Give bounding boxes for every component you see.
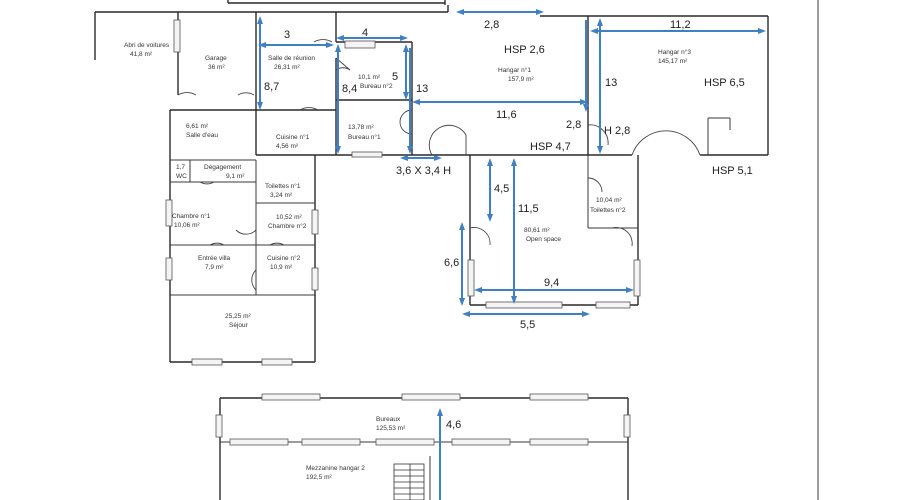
room-name: Chambre n°2 xyxy=(268,222,307,230)
hangar-walls xyxy=(412,5,769,156)
dimension-label: 11,2 xyxy=(670,19,691,31)
room-labels: Abri de voitures 41,8 m² Garage 36 m² Sa… xyxy=(124,42,691,481)
room-area: 125,53 m² xyxy=(376,425,406,432)
height-labels: HSP 2,6 HSP 6,5 H 2,8 HSP 4,7 HSP 5,1 xyxy=(504,44,753,177)
dimension-label: 4 xyxy=(362,27,368,39)
room-area: 7,9 m² xyxy=(205,264,224,271)
height-label: H 2,8 xyxy=(604,125,630,137)
room-name: Chambre n°1 xyxy=(172,212,211,220)
room-name: Séjour xyxy=(229,322,249,329)
room-area: 9,1 m² xyxy=(226,173,245,180)
room-area: 10,1 m² xyxy=(358,74,381,81)
room-name: Bureau n°1 xyxy=(348,133,381,141)
room-area: 80,61 m² xyxy=(524,227,550,234)
dimension-label: 13 xyxy=(416,83,428,95)
room-name: Mezzanine hangar 2 xyxy=(306,465,365,472)
dimension-label: 4,5 xyxy=(494,183,509,195)
dimension-label: 13 xyxy=(605,77,617,89)
dimension-label: 9,4 xyxy=(544,277,559,289)
villa-doors xyxy=(177,39,413,291)
height-label: HSP 4,7 xyxy=(530,141,571,153)
room-name: Garage xyxy=(205,55,227,62)
dimension-label: 3 xyxy=(284,29,290,41)
room-name: Cuisine n°2 xyxy=(267,254,301,262)
dimension-label: 5 xyxy=(392,71,398,83)
room-name: Open space xyxy=(526,236,561,243)
room-area: 4,56 m² xyxy=(276,143,299,150)
room-area: 10,52 m² xyxy=(276,214,302,221)
dimension-label: 6,6 xyxy=(444,257,459,269)
room-name: Bureaux xyxy=(376,416,401,423)
dimension-label: 4,6 xyxy=(446,419,461,431)
room-area: 6,61 m² xyxy=(186,123,209,130)
room-area: 1,7 xyxy=(176,164,185,171)
room-name: Salle d'eau xyxy=(186,132,218,139)
room-area: 10,06 m² xyxy=(174,222,200,229)
villa-walls xyxy=(94,11,448,366)
dimension-label: 2,8 xyxy=(484,19,499,31)
dimension-label: 11,5 xyxy=(518,203,539,215)
dimension-labels: 2,8 11,2 3 4 8,7 8,4 5 13 13 11,6 2,8 3,… xyxy=(264,19,691,431)
height-label: HSP 2,6 xyxy=(504,44,545,56)
dimension-label: 2,8 xyxy=(566,119,581,131)
room-name: Hangar n°3 xyxy=(658,48,691,56)
room-area: 157,9 m² xyxy=(508,76,534,83)
room-name: Salle de réunion xyxy=(268,55,315,62)
room-area: 41,8 m² xyxy=(130,51,153,58)
dimension-label: 3,6 X 3,4 H xyxy=(396,165,451,177)
room-area: 36 m² xyxy=(208,64,225,71)
dimension-label: 8,7 xyxy=(264,81,279,93)
room-name: Hangar n°1 xyxy=(498,66,531,74)
room-name: Cuisine n°1 xyxy=(276,133,310,141)
open-space-walls xyxy=(467,155,641,309)
room-name: Entrée villa xyxy=(198,255,231,262)
dimension-label: 5,5 xyxy=(520,319,535,331)
room-area: 25,25 m² xyxy=(225,313,251,320)
room-area: 10,04 m² xyxy=(596,197,622,204)
dimension-lines xyxy=(257,9,766,500)
height-label: HSP 5,1 xyxy=(712,165,753,177)
lower-block-walls xyxy=(215,393,631,500)
room-name: WC xyxy=(176,173,187,180)
room-area: 145,17 m² xyxy=(658,58,688,65)
room-name: Dégagement xyxy=(204,164,241,171)
room-area: 13,78 m² xyxy=(348,124,374,131)
height-label: HSP 6,5 xyxy=(704,77,745,89)
dimension-label: 11,6 xyxy=(496,109,517,121)
room-area: 192,5 m² xyxy=(306,474,332,481)
room-name: Toilettes n°2 xyxy=(590,206,626,214)
top-edge xyxy=(227,0,819,500)
room-area: 3,24 m² xyxy=(270,192,293,199)
room-name: Abri de voitures xyxy=(124,42,170,49)
room-area: 10,9 m² xyxy=(270,264,293,271)
room-name: Toilettes n°1 xyxy=(265,182,301,190)
dimension-label: 8,4 xyxy=(342,83,357,95)
room-area: 26,31 m² xyxy=(274,64,300,71)
room-name: Bureau n°2 xyxy=(360,82,393,90)
